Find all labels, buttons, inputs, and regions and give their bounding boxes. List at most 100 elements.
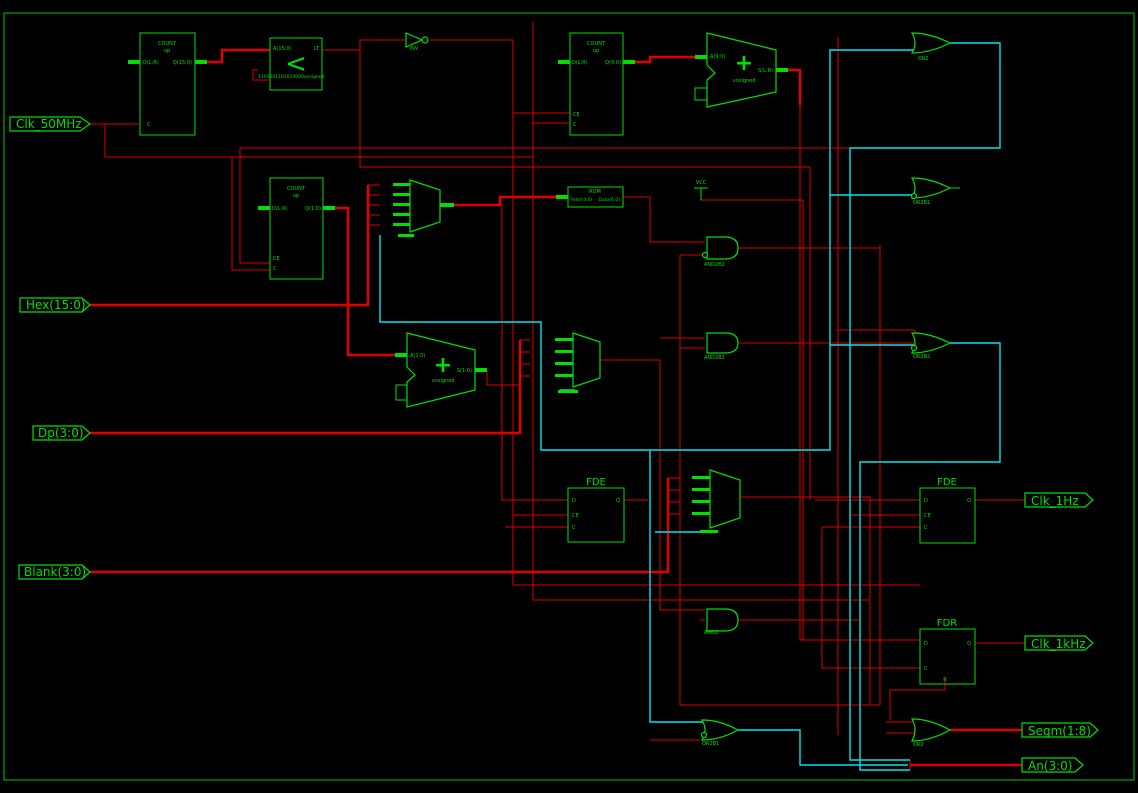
gate-and-b: AND2B1 bbox=[704, 332, 739, 361]
fde-1-d: D bbox=[572, 498, 576, 504]
vcc-label: VCC bbox=[696, 180, 707, 186]
fde-1-q: Q bbox=[616, 498, 620, 504]
port-segm[interactable]: Segm(1:8) bbox=[1021, 722, 1099, 738]
port-hex[interactable]: Hex(15:0) bbox=[19, 297, 91, 313]
adder-1-op: + bbox=[735, 51, 753, 76]
port-blank[interactable]: Blank(3:0) bbox=[18, 564, 91, 580]
counter-1-out: Q(15:0) bbox=[173, 60, 192, 66]
fdr-q: Q bbox=[967, 641, 971, 647]
port-hex-label: Hex(15:0) bbox=[26, 298, 86, 312]
adder-1-out: S(L:R) bbox=[758, 68, 773, 74]
port-clk-50mhz-label: Clk_50MHz bbox=[16, 117, 82, 131]
fde-2-q: Q bbox=[967, 498, 971, 504]
counter-2: COUNT up D(L:R) Q(9:0) CE C bbox=[558, 32, 635, 136]
port-clk-50mhz[interactable]: Clk_50MHz bbox=[9, 116, 92, 132]
sheet-border bbox=[3, 12, 1135, 781]
inverter-label: INV bbox=[410, 46, 419, 52]
gate-or-c-label: OR2B2 bbox=[913, 354, 930, 360]
counter-2-ce: CE bbox=[573, 112, 580, 118]
comparator: < A(15:0) LT 1100001101010000unsigned bbox=[252, 37, 325, 91]
gate-or-c: OR2B2 bbox=[910, 332, 952, 360]
inverter: INV bbox=[405, 32, 429, 52]
hex-mux bbox=[393, 179, 454, 237]
adder-2-op: + bbox=[434, 353, 452, 378]
counter-3-sub: up bbox=[293, 193, 299, 199]
rom-title: ROM bbox=[589, 189, 601, 195]
adder-1-in: A(9:0) bbox=[710, 54, 725, 60]
gate-or-top-label: OR2 bbox=[918, 56, 929, 62]
adder-2-out: S(1:0) bbox=[457, 368, 472, 374]
counter-1-in: D(L:R) bbox=[143, 60, 159, 66]
gate-or-mid-label: OR2B1 bbox=[913, 200, 930, 206]
counter-3-clk: C bbox=[273, 266, 277, 272]
gate-and-low: AND2 bbox=[704, 608, 739, 636]
comparator-in: A(15:0) bbox=[273, 46, 292, 52]
comparator-out: LT bbox=[314, 46, 320, 52]
counter-1-sub: up bbox=[164, 48, 170, 54]
gate-and-low-label: AND2 bbox=[704, 630, 718, 636]
gate-or-mid: OR2B1 bbox=[910, 177, 960, 206]
gate-or-out: OR2 bbox=[910, 718, 952, 748]
gate-or-bot-label: OR2B1 bbox=[702, 741, 719, 747]
counter-3-out: Q(1:0) bbox=[305, 206, 321, 212]
comparator-op: < bbox=[285, 49, 307, 79]
gate-and-a-label: AND2B2 bbox=[704, 262, 725, 268]
adder-2-in: A(1:0) bbox=[410, 353, 425, 359]
port-dp[interactable]: Dp(3:0) bbox=[32, 425, 91, 441]
counter-3-ce: CE bbox=[273, 256, 280, 262]
fdr-d: D bbox=[924, 641, 928, 647]
rom: ROM Addr(3:0) Data(6:0) bbox=[556, 186, 624, 208]
counter-1-title: COUNT bbox=[158, 41, 177, 47]
gate-and-a: AND2B2 bbox=[701, 236, 739, 268]
port-clk-1hz-label: Clk_1Hz bbox=[1031, 494, 1079, 508]
port-clk-1khz[interactable]: Clk_1kHz bbox=[1024, 635, 1094, 651]
counter-2-in: D(L:R) bbox=[572, 60, 588, 66]
rom-out: Data(6:0) bbox=[599, 197, 621, 203]
gate-or-bot: OR2B1 bbox=[700, 719, 740, 747]
fde-2: FDE D Q CE C bbox=[919, 477, 976, 544]
fde-2-title: FDE bbox=[937, 477, 957, 488]
gate-or-top: OR2 bbox=[910, 32, 952, 62]
fdr: FDR D Q C R bbox=[919, 618, 976, 685]
counter-3-in: D(L:R) bbox=[272, 206, 288, 212]
fde-1-c: C bbox=[572, 525, 576, 531]
port-blank-label: Blank(3:0) bbox=[24, 565, 86, 579]
port-segm-label: Segm(1:8) bbox=[1028, 724, 1091, 738]
port-clk-1khz-label: Clk_1kHz bbox=[1031, 637, 1086, 651]
counter-2-title: COUNT bbox=[587, 41, 606, 47]
counter-2-out: Q(9:0) bbox=[605, 60, 621, 66]
counter-3: COUNT up D(L:R) Q(1:0) CE C bbox=[258, 177, 335, 280]
port-clk-1hz[interactable]: Clk_1Hz bbox=[1024, 492, 1094, 508]
comparator-const: 1100001101010000unsigned bbox=[258, 74, 325, 80]
gate-and-b-label: AND2B1 bbox=[704, 355, 725, 361]
fde-2-d: D bbox=[924, 498, 928, 504]
counter-1-clk: C bbox=[147, 122, 151, 128]
adder-2: + A(1:0) S(1:0) unsigned bbox=[395, 332, 487, 408]
adder-1: + A(9:0) S(L:R) unsigned bbox=[694, 32, 788, 108]
adder-2-mode: unsigned bbox=[432, 378, 455, 384]
fdr-title: FDR bbox=[937, 618, 957, 629]
fde-2-ce: CE bbox=[924, 513, 931, 519]
counter-2-sub: up bbox=[593, 48, 599, 54]
vcc-source: VCC bbox=[694, 180, 708, 200]
adder-1-mode: unsigned bbox=[733, 78, 756, 84]
fde-1: FDE D Q CE C bbox=[567, 477, 625, 543]
blank-mux bbox=[692, 469, 741, 533]
fdr-c: C bbox=[924, 666, 928, 672]
counter-1: COUNT up D(L:R) Q(15:0) C bbox=[128, 32, 207, 136]
rom-in: Addr(3:0) bbox=[571, 197, 593, 203]
port-dp-label: Dp(3:0) bbox=[38, 426, 84, 440]
fde-2-c: C bbox=[924, 525, 928, 531]
fdr-r: R bbox=[943, 677, 947, 683]
cyan-wires bbox=[379, 42, 1001, 771]
counter-2-clk: C bbox=[573, 122, 577, 128]
gate-or-out-label: OR2 bbox=[913, 742, 924, 748]
fde-1-ce: CE bbox=[572, 513, 579, 519]
counter-3-title: COUNT bbox=[287, 186, 306, 192]
red-wires bbox=[90, 22, 1025, 770]
port-an[interactable]: An(3:0) bbox=[1021, 757, 1084, 773]
dp-mux bbox=[555, 332, 601, 393]
fde-1-title: FDE bbox=[586, 477, 606, 488]
port-an-label: An(3:0) bbox=[1028, 759, 1073, 773]
